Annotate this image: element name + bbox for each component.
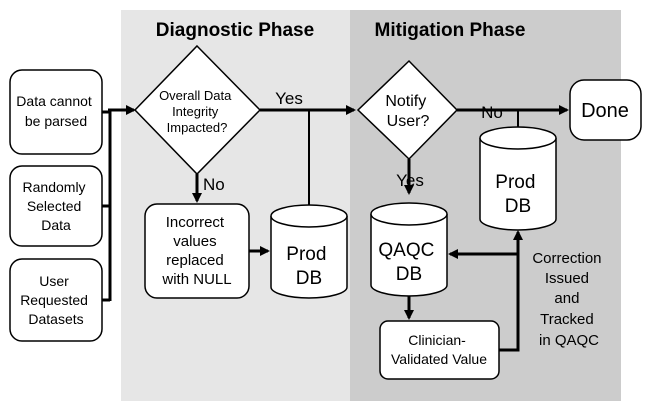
source-label-random: Randomly Selected Data — [23, 179, 90, 233]
done-label: Done — [581, 100, 629, 122]
mitigation-phase-title: Mitigation Phase — [375, 20, 526, 41]
source-box-unparsable — [9, 69, 103, 155]
prod-db-left — [270, 204, 348, 299]
replace-null-label: Incorrect values replaced with NULL — [161, 214, 231, 288]
prod-db-right-label: Prod DB — [495, 172, 540, 217]
clinician-box — [379, 320, 500, 380]
clinician-label: Clinician- Validated Value — [391, 332, 487, 367]
done-box — [569, 79, 642, 141]
source-label-unparsable: Data cannot be parsed — [16, 93, 95, 129]
diagnostic-phase-title: Diagnostic Phase — [156, 20, 314, 41]
qaqc-db — [370, 202, 448, 297]
prod-db-left-label: Prod DB — [286, 244, 331, 289]
source-connectors — [102, 110, 112, 302]
notify-decision-label: Notify User? — [385, 93, 430, 130]
source-label-user-requested: User Requested Datasets — [20, 273, 92, 327]
integrity-no-label: No — [203, 175, 225, 194]
qaqc-db-label: QAQC DB — [378, 240, 439, 285]
arrow-correction-to-prod-db — [499, 230, 523, 352]
notify-yes-label: Yes — [396, 171, 424, 190]
notify-no-label: No — [481, 103, 503, 122]
integrity-yes-label: Yes — [275, 89, 303, 108]
correction-label: Correction Issued and Tracked in QAQC — [532, 250, 605, 349]
integrity-decision-label: Overall Data Integrity Impacted? — [159, 88, 235, 135]
